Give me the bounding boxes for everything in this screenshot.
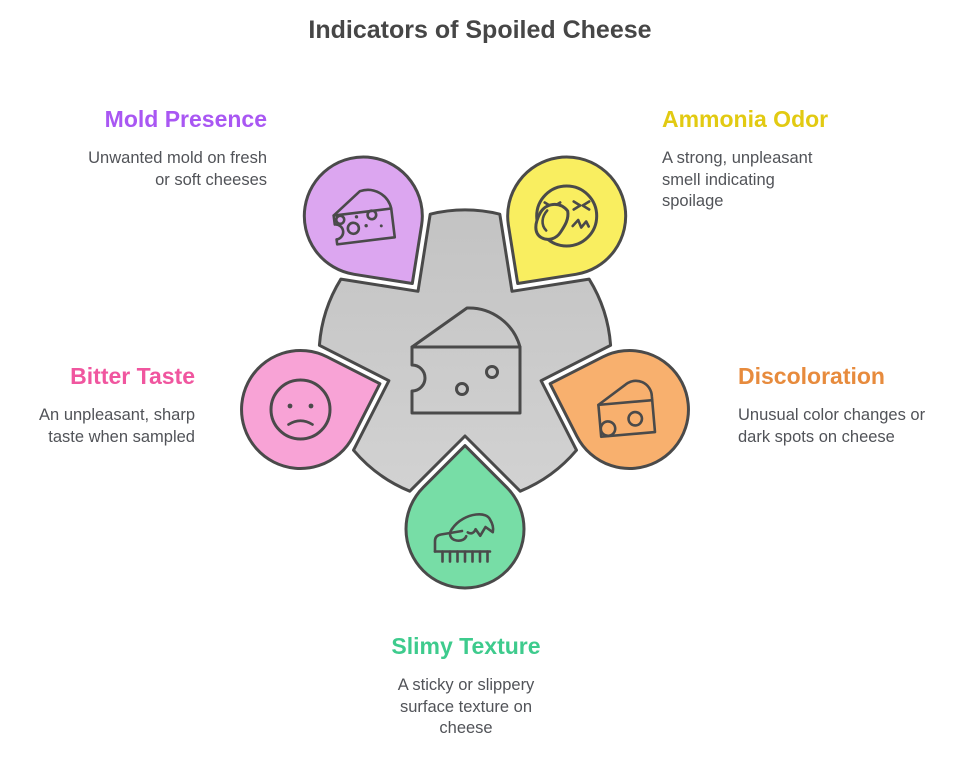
ammonia-odor-description: A strong, unpleasant smell indicating sp… — [662, 149, 813, 210]
slimy-texture-description: A sticky or slippery surface texture on … — [397, 676, 535, 737]
mold-presence-section: Mold Presence Unwanted mold on fresh or … — [81, 104, 267, 191]
bitter-taste-section: Bitter Taste An unpleasant, sharp taste … — [23, 361, 195, 448]
mold-presence-label: Mold Presence — [104, 106, 267, 132]
pin-bitter-taste — [240, 349, 382, 470]
pin-discoloration — [548, 349, 690, 470]
discoloration-section: Discoloration Unusual color changes or d… — [738, 361, 926, 448]
discoloration-label: Discoloration — [738, 363, 885, 389]
page-title: Indicators of Spoiled Cheese — [308, 16, 652, 44]
center-circle — [317, 208, 613, 493]
ammonia-odor-section: Ammonia Odor A strong, unpleasant smell … — [662, 104, 830, 213]
slimy-texture-section: Slimy Texture A sticky or slippery surfa… — [330, 631, 602, 740]
cheese-wedge-hole-icon — [597, 379, 657, 439]
slimy-texture-label: Slimy Texture — [391, 633, 541, 659]
hand-touch-icon — [433, 512, 495, 563]
cheese-wedge-holes-icon — [332, 188, 397, 246]
ammonia-odor-label: Ammonia Odor — [662, 106, 829, 132]
bitter-taste-description: An unpleasant, sharp taste when sampled — [39, 406, 195, 446]
pin-mold-presence — [302, 155, 424, 285]
smell-disgust-face-icon — [534, 184, 599, 248]
bitter-taste-label: Bitter Taste — [70, 363, 195, 389]
discoloration-description: Unusual color changes or dark spots on c… — [738, 406, 926, 446]
mold-presence-description: Unwanted mold on fresh or soft cheeses — [88, 149, 267, 189]
cheese-wedge-icon — [410, 306, 522, 415]
sad-face-icon — [269, 378, 332, 441]
